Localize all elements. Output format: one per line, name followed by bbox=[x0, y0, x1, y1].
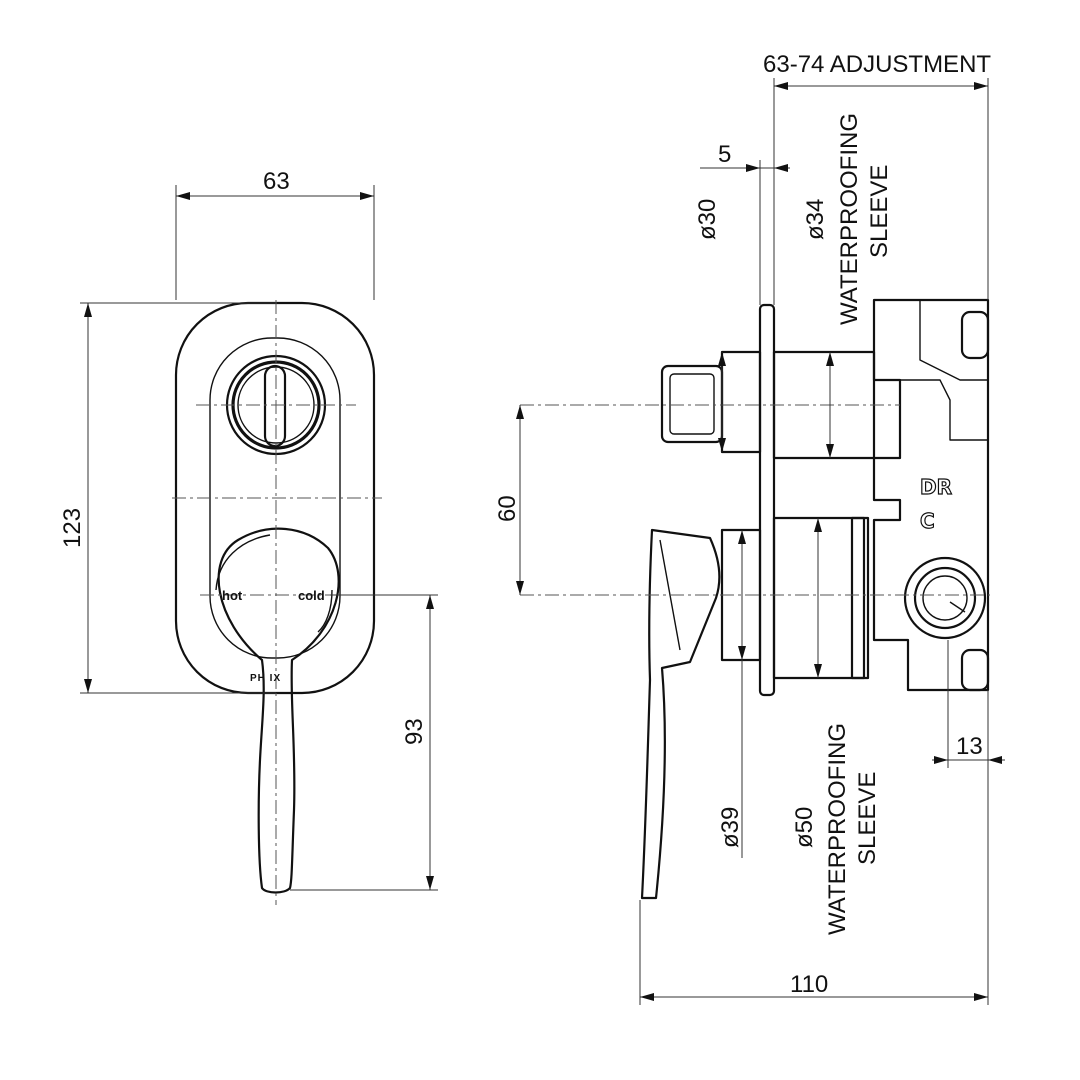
lower-sleeve bbox=[772, 516, 866, 680]
dim-dia39: ø39 bbox=[717, 807, 744, 848]
upper-inlet bbox=[960, 310, 990, 360]
dim-60: 60 bbox=[494, 495, 521, 522]
dim-dia50: ø50 bbox=[791, 807, 818, 848]
dim-13: 13 bbox=[956, 733, 983, 760]
valve-body bbox=[872, 298, 990, 692]
side-dimensions: 63-74 ADJUSTMENT 5 ø30 ø34 WATERPROOFING… bbox=[494, 51, 1005, 1005]
dim-5: 5 bbox=[718, 141, 731, 168]
lower-inlet bbox=[960, 648, 990, 692]
diverter-slot bbox=[263, 364, 287, 448]
waterproofing-upper-2: SLEEVE bbox=[866, 165, 893, 258]
outlet-label-c: C bbox=[920, 509, 935, 533]
mixer-lever bbox=[217, 527, 340, 894]
dim-dia30: ø30 bbox=[694, 199, 721, 240]
outlet-port bbox=[903, 556, 987, 640]
hot-label: hot bbox=[222, 588, 243, 603]
brand-logo: PH IX bbox=[250, 673, 281, 684]
waterproofing-lower-2: SLEEVE bbox=[854, 772, 881, 865]
dim-63: 63 bbox=[263, 168, 290, 195]
cold-label: cold bbox=[298, 588, 325, 603]
dim-dia34: ø34 bbox=[802, 199, 829, 240]
diverter-spindle-outer bbox=[720, 350, 762, 454]
dim-110: 110 bbox=[790, 971, 828, 998]
side-cover-plate bbox=[758, 303, 776, 697]
dim-93: 93 bbox=[401, 718, 428, 745]
front-dimensions: 63 123 93 bbox=[59, 168, 438, 891]
mixer-lever-inner bbox=[215, 534, 271, 591]
diverter-spindle bbox=[660, 364, 724, 444]
waterproofing-upper-1: WATERPROOFING bbox=[836, 113, 863, 325]
dim-adjustment: 63-74 ADJUSTMENT bbox=[763, 51, 991, 78]
outlet-label-dr: DR bbox=[920, 475, 952, 499]
dim-123: 123 bbox=[59, 508, 86, 548]
waterproofing-lower-1: WATERPROOFING bbox=[824, 723, 851, 935]
side-view: DR C bbox=[520, 298, 990, 900]
side-lever bbox=[640, 528, 721, 900]
front-view: hot cold PH IX bbox=[172, 300, 382, 905]
